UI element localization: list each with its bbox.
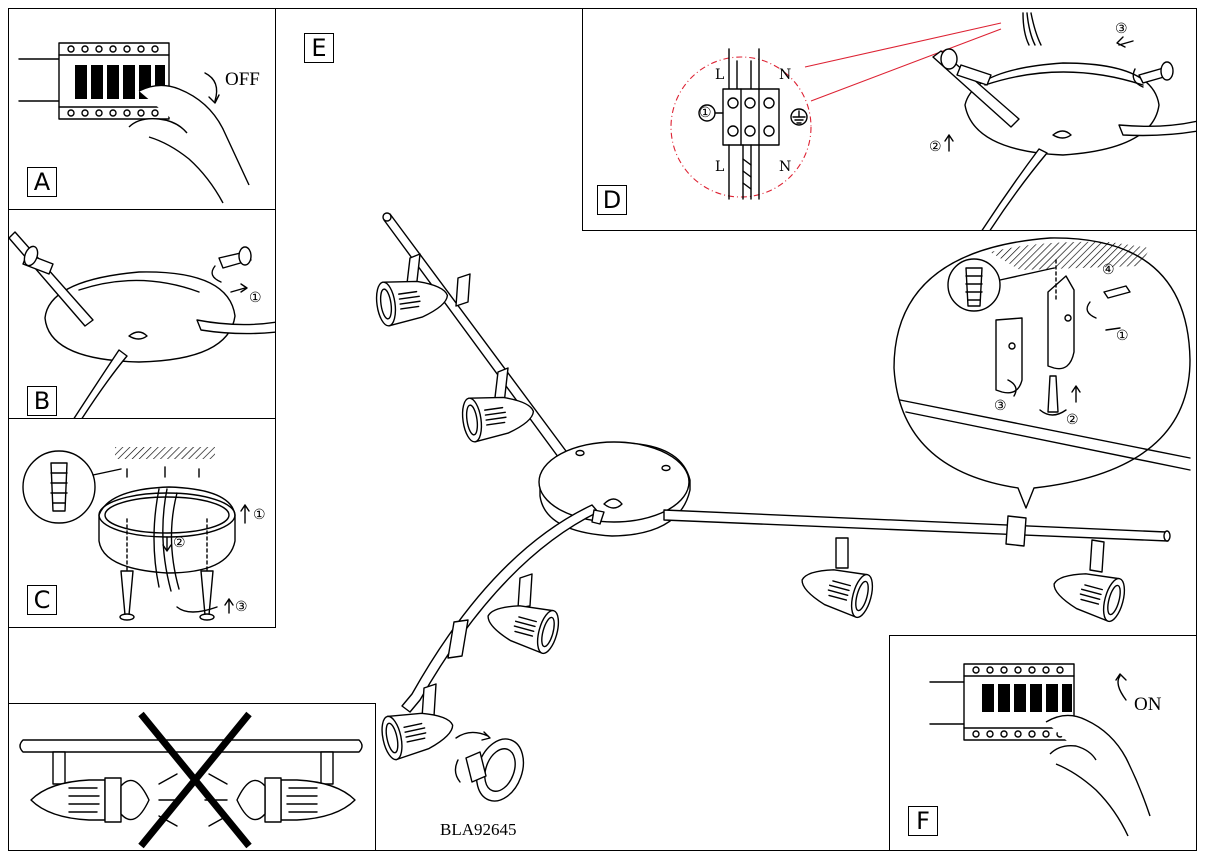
- callout-bubble-ceiling-bracket: [893, 237, 1191, 509]
- panel-f-label: F: [908, 806, 938, 836]
- ceiling-plate-screws-drawing: [9, 231, 275, 418]
- e-step-4: ④: [1102, 262, 1115, 278]
- upper-arm: [373, 212, 587, 485]
- panel-d-wiring: L N L N ① ② ③ D: [582, 8, 1197, 231]
- wiring-drawing: [670, 12, 1196, 230]
- right-arm: [663, 509, 1171, 625]
- panel-a-label: A: [27, 167, 57, 197]
- e-step-1: ①: [1116, 328, 1129, 344]
- e-step-2: ②: [1066, 412, 1079, 428]
- panel-c-mount-plate: ① ② ③ C: [8, 418, 276, 628]
- d-step-2: ②: [929, 139, 942, 155]
- panel-warning-no-adjacent-lamps: [8, 703, 376, 851]
- e-step-3: ③: [994, 398, 1007, 414]
- d-neutral-bottom: N: [779, 159, 792, 175]
- d-step-3: ③: [1115, 21, 1128, 37]
- panel-b-label: B: [27, 386, 57, 416]
- off-label: OFF: [225, 69, 260, 90]
- panel-f-switch-on: ON F: [889, 635, 1197, 851]
- panel-a-switch-off: OFF A: [8, 8, 276, 210]
- d-neutral-top: N: [779, 67, 792, 83]
- on-label: ON: [1134, 694, 1162, 715]
- panel-e-label: E: [304, 33, 334, 63]
- lower-arm: [377, 504, 605, 802]
- c-step-3: ③: [235, 599, 248, 615]
- breaker-hand-drawing: [18, 42, 250, 204]
- d-step-1: ①: [699, 105, 712, 121]
- panel-c-label: C: [27, 585, 57, 615]
- mounting-drawing: [22, 447, 250, 621]
- lamps-facing-warning-drawing: [19, 711, 363, 849]
- panel-b-remove-screws: ① B: [8, 209, 276, 419]
- c-step-2: ②: [173, 535, 186, 551]
- model-code: BLA92645: [440, 820, 517, 839]
- panel-d-label: D: [597, 185, 627, 215]
- b-step-1: ①: [249, 290, 262, 306]
- breaker-hand-on-drawing: [929, 663, 1151, 837]
- c-step-1: ①: [253, 507, 266, 523]
- d-live-top: L: [715, 67, 725, 83]
- d-live-bottom: L: [715, 159, 725, 175]
